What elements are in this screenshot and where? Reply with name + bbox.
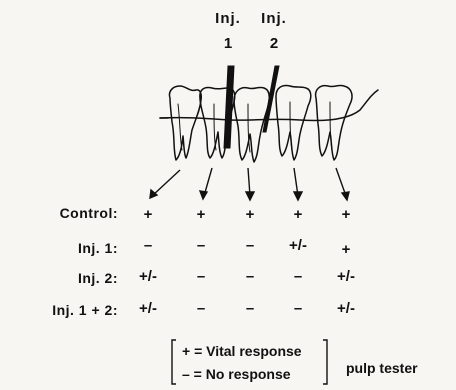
result-cell: – [281, 269, 315, 284]
pulp-canal-1 [178, 104, 182, 150]
result-cell: +/- [329, 301, 363, 316]
result-cell: + [329, 242, 363, 257]
row-label-inj12: Inj. 1 + 2: [0, 303, 118, 317]
result-cell: – [281, 301, 315, 316]
result-cell: – [184, 269, 218, 284]
result-cell: +/- [329, 269, 363, 284]
legend: + = Vital response – = No response [174, 335, 324, 385]
arrow-head-3 [246, 192, 254, 200]
row-label-inj1: Inj. 1: [0, 241, 118, 255]
arrow-head-2 [200, 191, 207, 199]
injection-needle-1 [224, 66, 234, 148]
arrow-head-1 [150, 190, 157, 198]
result-cell: – [233, 269, 267, 284]
arrow-head-4 [294, 192, 302, 200]
result-cell: – [184, 301, 218, 316]
row-label-control: Control: [0, 206, 118, 220]
row-label-inj2: Inj. 2: [0, 271, 118, 285]
result-cell: – [233, 238, 267, 253]
result-cell: – [233, 301, 267, 316]
arrow-line-5 [336, 168, 346, 196]
legend-pulp-tester: pulp tester [346, 360, 418, 376]
arrow-head-5 [342, 192, 349, 200]
tooth-5 [316, 85, 352, 160]
result-cell: + [184, 207, 218, 222]
result-cell: – [131, 238, 165, 253]
result-cell: +/- [131, 301, 165, 316]
result-cell: +/- [281, 238, 315, 253]
result-cell: +/- [131, 269, 165, 284]
legend-vital-response: + = Vital response [182, 343, 302, 359]
tooth-1 [169, 86, 201, 160]
arrow-line-1 [152, 170, 180, 196]
result-cell: + [131, 207, 165, 222]
tooth-4 [276, 85, 311, 160]
result-cell: – [184, 238, 218, 253]
result-cell: + [281, 207, 315, 222]
legend-no-response: – = No response [182, 366, 291, 382]
result-cell: + [233, 207, 267, 222]
result-cell: + [329, 207, 363, 222]
